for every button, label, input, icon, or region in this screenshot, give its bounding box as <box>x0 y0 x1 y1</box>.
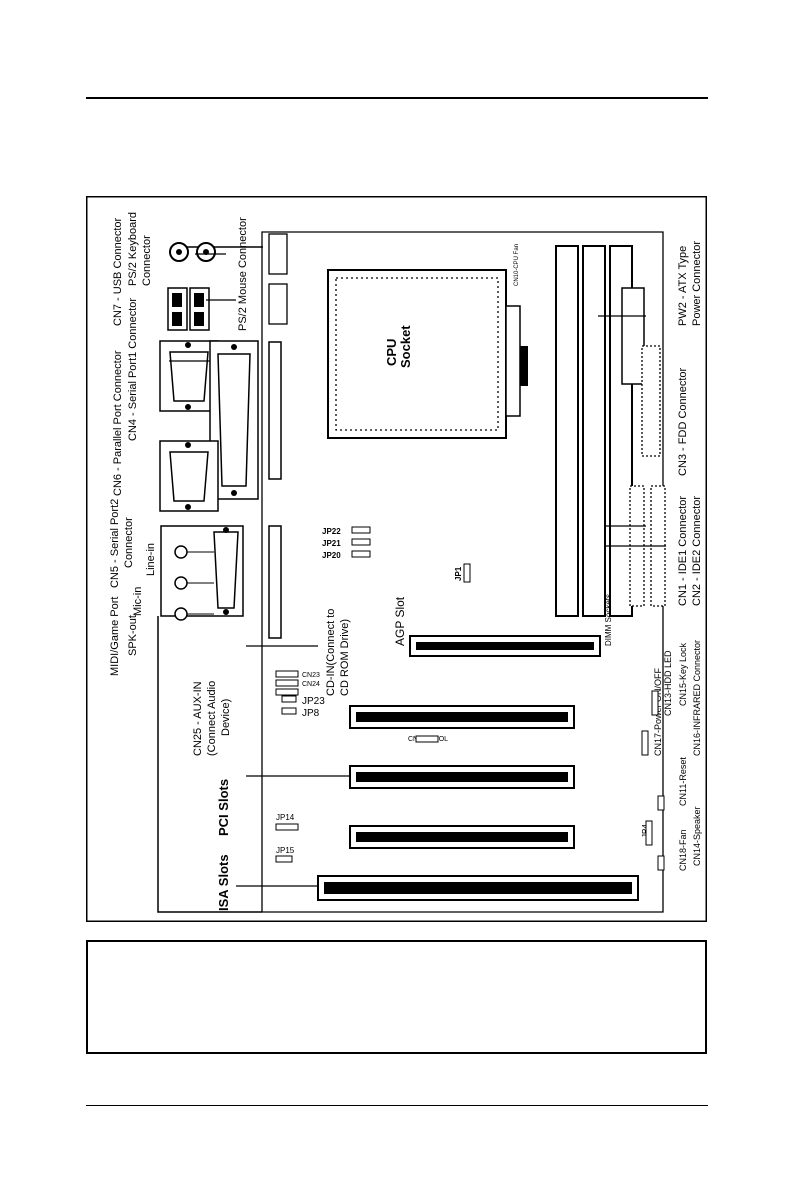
label-ps2-keyboard-1: PS/2 Keyboard <box>127 212 139 286</box>
label-pw2-1: PW2 - ATX Type <box>677 246 689 326</box>
label-cn5-2: Connector <box>123 517 135 568</box>
mouse-header <box>268 283 288 325</box>
label-cn25-2: (Connect Audio <box>206 681 218 756</box>
ide-header-left <box>268 525 282 639</box>
serial-port2-connector <box>159 440 219 512</box>
label-jp21: JP21 <box>322 539 341 548</box>
label-jp15: JP15 <box>276 846 295 855</box>
isa-slots <box>317 875 639 901</box>
label-ps2-keyboard-2: Connector <box>141 235 153 286</box>
label-cn15: CN15-Key Lock <box>678 642 688 706</box>
fdd-connector <box>641 345 661 457</box>
label-jp1: JP1 <box>454 566 463 581</box>
usb-connector <box>167 287 210 331</box>
label-jp22: JP22 <box>322 527 341 536</box>
label-cpu-1: CPU <box>384 339 399 366</box>
label-cn24: CN24 <box>302 681 320 688</box>
label-cn4: CN4 - Serial Port1 Connector <box>127 298 139 441</box>
label-jp14: JP14 <box>276 813 295 822</box>
label-cn3: CN3 - FDD Connector <box>677 367 689 476</box>
label-agp-slot: AGP Slot <box>393 596 407 646</box>
label-cn14: CN14-Speaker <box>692 806 702 866</box>
label-cpu-2: Socket <box>398 325 413 368</box>
atx-power-connector <box>621 287 645 385</box>
label-cn7: CN7 - USB Connector <box>112 217 124 326</box>
ps2-mouse-connector <box>196 242 216 262</box>
label-cn5-1: CN5 - Serial Port2 <box>109 499 121 588</box>
io-panel-edge <box>157 246 263 913</box>
label-cd-in-1: CD-IN(Connect to <box>325 609 337 696</box>
footer-rule <box>86 1105 708 1106</box>
label-spk-out: SPK-out <box>127 615 139 656</box>
label-jp20: JP20 <box>322 551 341 560</box>
label-jp8: JP8 <box>302 708 320 719</box>
audio-jacks <box>174 545 214 621</box>
label-jp23: JP23 <box>302 696 325 707</box>
label-cn16: CN16-INFRARED Connector <box>692 640 702 756</box>
fdd-header-left <box>268 341 282 480</box>
label-midi: MIDI/Game Port <box>109 597 121 676</box>
label-dimm-sockets: DIMM Sockets <box>604 594 613 646</box>
jumper-blocks <box>275 526 665 871</box>
label-ps2-mouse: PS/2 Mouse Connector <box>237 217 249 331</box>
label-cn18: CN18-Fan <box>678 829 688 871</box>
label-cn2: CN2 - IDE2 Connector <box>691 496 703 606</box>
label-cn6: CN6 - Parallel Port Connector <box>112 350 124 496</box>
pci-slots <box>349 705 575 849</box>
header-rule <box>86 97 708 99</box>
label-cn23: CN23 <box>302 672 320 679</box>
label-cn10: CN10-CPU Fan <box>514 244 520 286</box>
leader-lines <box>169 253 666 887</box>
label-mic-in: Mic-in <box>132 587 144 616</box>
agp-slot-contacts <box>416 642 594 650</box>
serial-port1-connector <box>159 340 219 412</box>
dimm-sockets <box>555 245 633 617</box>
keyboard-header <box>268 233 288 275</box>
label-pci-slots: PCI Slots <box>216 779 231 836</box>
label-cn11: CN11-Reset <box>678 757 688 806</box>
label-cn25-1: CN25 - AUX-IN <box>192 681 204 756</box>
label-cn13: CN13-HDD LED <box>663 650 673 716</box>
note-box <box>86 940 707 1054</box>
label-line-in: Line-in <box>145 543 157 576</box>
game-port-connector <box>160 525 244 617</box>
label-cn1: CN1 - IDE1 Connector <box>677 496 689 606</box>
cpu-socket <box>327 269 528 439</box>
ps2-keyboard-connector <box>169 242 189 262</box>
motherboard-layout-diagram: CN6 - Parallel Port Connector CN4 - Seri… <box>86 196 707 922</box>
board-outline <box>261 231 664 913</box>
label-cd-in-2: CD ROM Drive) <box>339 619 351 696</box>
label-pw2-2: Power Connector <box>691 241 703 326</box>
label-isa-slots: ISA Slots <box>216 854 231 911</box>
label-cn25-3: Device) <box>220 699 232 736</box>
